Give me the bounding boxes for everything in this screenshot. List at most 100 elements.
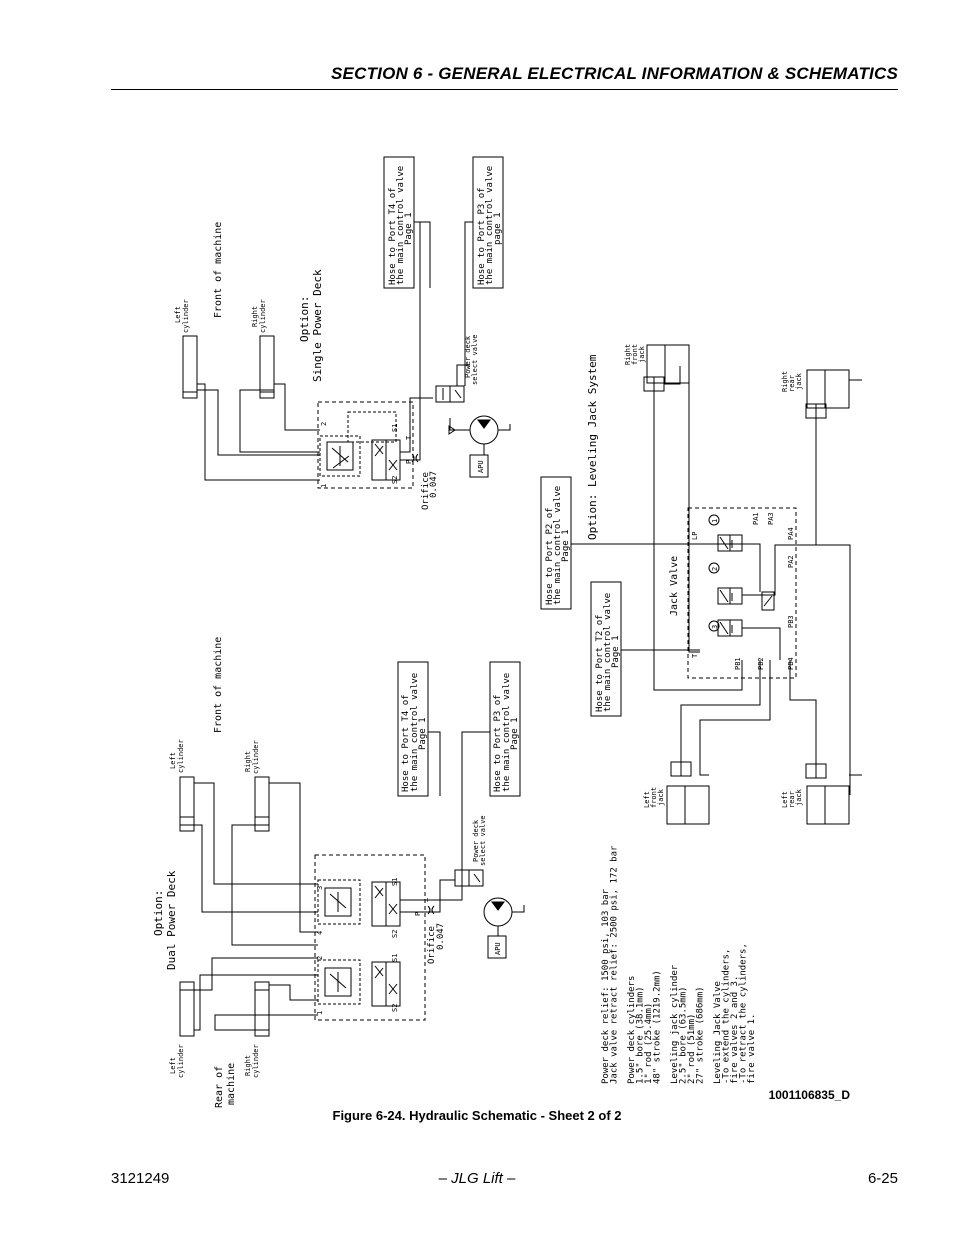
leveling-hose-t2-line3: Page 1	[611, 635, 621, 668]
single-orifice-label: Orifice	[421, 472, 431, 510]
single-deck-title-line1: Option:	[298, 296, 311, 342]
dual-rear-label2: machine	[226, 1063, 237, 1105]
single-select-label2: select valve	[471, 334, 479, 385]
dual-hose-t4-box	[397, 661, 429, 797]
left-rear-jack-label1: Left	[781, 791, 789, 808]
left-front-jack-label3: jack	[657, 788, 665, 806]
right-rear-jack-label2: rear	[788, 375, 796, 392]
right-front-jack-label1: Right	[624, 344, 632, 365]
dual-port-s1-bottom: S1	[391, 954, 399, 962]
single-deck-valve-block	[317, 401, 414, 489]
port-pa3: PA3	[767, 512, 775, 525]
single-apu-label: APU	[477, 460, 485, 473]
dual-port-2: 2	[316, 956, 324, 960]
valve-number-3: 3	[711, 625, 719, 629]
note-line: fire valve 1.	[747, 1014, 757, 1084]
note-line: 2.5" bore (63.5mm)	[678, 986, 688, 1084]
dual-select-label2: select valve	[479, 815, 487, 866]
dual-deck-valve-block	[314, 854, 426, 1021]
single-right-cyl-label: Right	[251, 306, 259, 327]
dual-left-rear-label2: cylinder	[177, 1044, 185, 1078]
single-orifice-value: 0.047	[429, 471, 439, 498]
single-deck-title-line2: Single Power Deck	[311, 269, 324, 382]
single-hose-p3-line2: the main control valve	[485, 166, 495, 285]
right-front-jack-label2: front	[631, 344, 639, 365]
note-line: Jack valve retract relief: 2500 psi, 172…	[610, 845, 620, 1084]
single-port-2: 2	[320, 422, 328, 426]
single-port-p: P	[405, 460, 413, 464]
single-right-cyl-label2: cylinder	[259, 299, 267, 333]
dual-front-label: Front of machine	[213, 637, 224, 733]
left-front-jack-label2: front	[650, 787, 658, 808]
leveling-hose-t2-box	[590, 581, 622, 717]
right-rear-jack	[806, 369, 850, 409]
single-left-cyl-label2: cylinder	[182, 299, 190, 333]
single-hose-t4-line3: Page 1	[404, 212, 414, 245]
dual-hose-p3-box	[489, 661, 521, 797]
leveling-hose-p2-line1: Hose to Port P2 of	[545, 507, 555, 605]
note-line: 2" rod (51mm)	[687, 1014, 697, 1084]
drawing-number: 1001106835_D	[768, 1088, 850, 1102]
dual-right-front-cylinder	[254, 776, 270, 832]
port-pa1: PA1	[752, 512, 760, 525]
dual-port-s2-top: S2	[391, 930, 399, 938]
dual-left-front-label2: cylinder	[177, 739, 185, 773]
left-rear-jack-label3: jack	[795, 788, 803, 806]
section-title: SECTION 6 - GENERAL ELECTRICAL INFORMATI…	[331, 64, 898, 83]
note-line: Power deck cylinders	[627, 976, 637, 1084]
leveling-jack-section	[540, 344, 862, 825]
dual-left-rear-label1: Left	[169, 1057, 177, 1074]
dual-hose-p3-line1: Hose to Port P3 of	[493, 694, 503, 792]
note-line: -To retract the cylinders,	[739, 943, 749, 1084]
port-lp: LP	[691, 532, 699, 540]
dual-hose-p3-line3: Page 1	[510, 717, 520, 750]
note-line: 48" stroke (1219.2mm)	[653, 970, 663, 1084]
single-hose-t4-line2: the main control valve	[396, 166, 406, 285]
dual-hose-t4-line1: Hose to Port T4 of	[401, 694, 411, 792]
dual-right-front-label1: Right	[244, 751, 252, 772]
page-number: 6-25	[867, 1170, 898, 1187]
single-left-cylinder	[182, 335, 198, 393]
dual-port-s2-bottom: S2	[391, 1004, 399, 1012]
note-line: 1" rod (25.4mm)	[644, 1003, 654, 1084]
port-pb3: PB3	[787, 615, 795, 628]
port-pb4: PB4	[787, 657, 795, 670]
note-line: Leveling Jack Valve	[713, 981, 723, 1084]
dual-rear-label1: Rear of	[214, 1066, 225, 1108]
note-line: -To extend the cylinders,	[721, 949, 731, 1084]
single-select-label1: Power deck	[464, 335, 472, 378]
right-rear-jack-label1: Right	[781, 371, 789, 392]
figure-caption: Figure 6-24. Hydraulic Schematic - Sheet…	[332, 1108, 622, 1123]
dual-orifice-value: 0.047	[436, 923, 446, 950]
single-right-cylinder	[259, 335, 275, 393]
right-rear-jack-label3: jack	[795, 372, 803, 390]
leveling-hose-p2-box	[540, 476, 572, 610]
port-pb1: PB1	[734, 657, 742, 670]
dual-left-front-label1: Left	[169, 752, 177, 769]
header-rule	[111, 89, 898, 90]
single-hose-t4-line1: Hose to Port T4 of	[388, 187, 398, 285]
left-front-jack-label1: Left	[643, 791, 651, 808]
single-hose-p3-line3: page 1	[493, 212, 503, 245]
dual-right-rear-label2: cylinder	[252, 1044, 260, 1078]
doc-number: 3121249	[111, 1170, 170, 1187]
single-front-label: Front of machine	[213, 222, 224, 318]
note-line: 1.5" bore (38.1mm)	[635, 986, 645, 1084]
note-line: fire valves 2 and 3.	[730, 976, 740, 1084]
dual-select-label1: Power deck	[472, 819, 480, 862]
note-line: Leveling jack cylinder	[670, 964, 680, 1084]
left-rear-jack	[806, 785, 850, 825]
dual-left-front-cylinder	[179, 776, 195, 832]
leveling-hose-p2-line2: the main control valve	[553, 486, 563, 605]
single-left-cyl-label: Left	[174, 306, 182, 323]
dual-port-s1-top: S1	[391, 878, 399, 886]
jack-valve-label: Jack Valve	[669, 556, 680, 616]
single-port-s1: S1	[391, 424, 399, 432]
dual-port-3: 3	[316, 886, 324, 890]
dual-hose-t4-line2: the main control valve	[410, 673, 420, 792]
dual-deck-section	[179, 661, 525, 1037]
note-line: 27" stroke (686mm)	[696, 986, 706, 1084]
port-pb2: PB2	[757, 657, 765, 670]
single-hose-p3-line1: Hose to Port P3 of	[477, 187, 487, 285]
